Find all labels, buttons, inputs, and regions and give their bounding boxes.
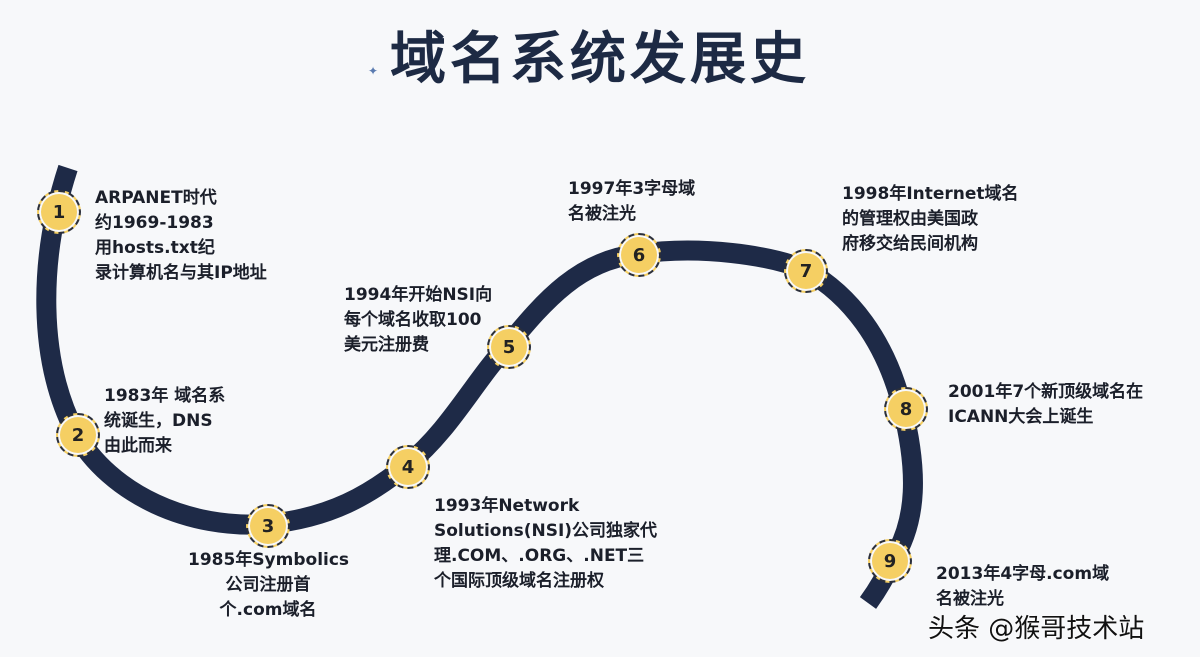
- milestone-1-line: 约1969-1983: [95, 213, 214, 233]
- milestone-1-text: ARPANET时代 约1969-1983 用hosts.txt纪 录计算机名与其…: [95, 186, 267, 286]
- milestone-4-line: 1993年Network: [434, 496, 580, 516]
- milestone-6-text: 1997年3字母域 名被注光: [568, 177, 695, 227]
- milestone-8-badge: 8: [884, 387, 928, 431]
- milestone-2-line: 1983年 域名系: [104, 386, 226, 406]
- milestone-5-line: 1994年开始NSI向: [344, 285, 493, 305]
- milestone-9-text: 2013年4字母.com域 名被注光: [936, 562, 1109, 612]
- milestone-5-text: 1994年开始NSI向 每个域名收取100 美元注册费: [344, 283, 492, 358]
- milestone-7-line: 的管理权由美国政: [842, 209, 978, 229]
- milestone-1-line: 录计算机名与其IP地址: [95, 263, 267, 283]
- milestone-2-line: 由此而来: [104, 436, 172, 456]
- milestone-2-text: 1983年 域名系 统诞生，DNS 由此而来: [104, 384, 225, 459]
- milestone-3-text: 1985年Symbolics 公司注册首 个.com域名: [188, 548, 350, 623]
- milestone-4-line: 理.COM、.ORG、.NET三: [434, 546, 645, 566]
- milestone-8-line: ICANN大会上诞生: [948, 407, 1094, 427]
- milestone-6-line: 1997年3字母域: [568, 179, 696, 199]
- milestone-7-line: 府移交给民间机构: [842, 234, 978, 254]
- milestone-6-badge: 6: [617, 233, 661, 277]
- milestone-5-line: 每个域名收取100: [344, 310, 482, 330]
- milestone-4-text: 1993年Network Solutions(NSI)公司独家代 理.COM、.…: [434, 494, 657, 594]
- sparkle-icon: ✦: [368, 64, 379, 78]
- milestone-9-badge: 9: [868, 539, 912, 583]
- milestone-3-line: 公司注册首: [225, 575, 311, 595]
- watermark: 头条 @猴哥技术站: [928, 614, 1145, 644]
- milestone-4-line: Solutions(NSI)公司独家代: [434, 521, 658, 541]
- milestone-1-line: 用hosts.txt纪: [95, 238, 215, 258]
- milestone-4-line: 个国际顶级域名注册权: [434, 571, 604, 591]
- milestone-5-line: 美元注册费: [344, 335, 429, 355]
- milestone-7-text: 1998年Internet域名 的管理权由美国政 府移交给民间机构: [842, 182, 1019, 257]
- milestone-4-badge: 4: [386, 445, 430, 489]
- milestone-1-badge: 1: [37, 190, 81, 234]
- milestone-6-line: 名被注光: [568, 204, 636, 224]
- milestone-3-line: 1985年Symbolics: [188, 550, 350, 570]
- milestone-1-line: ARPANET时代: [95, 188, 217, 208]
- milestone-7-badge: 7: [784, 249, 828, 293]
- milestone-2-line: 统诞生，DNS: [104, 411, 213, 431]
- milestone-8-text: 2001年7个新顶级域名在 ICANN大会上诞生: [948, 380, 1143, 430]
- milestone-5-badge: 5: [487, 325, 531, 369]
- page-title: 域名系统发展史: [390, 26, 810, 92]
- milestone-9-line: 2013年4字母.com域: [936, 564, 1110, 584]
- milestone-3-line: 个.com域名: [219, 600, 317, 620]
- milestone-7-line: 1998年Internet域名: [842, 184, 1019, 204]
- milestone-8-line: 2001年7个新顶级域名在: [948, 382, 1144, 402]
- milestone-3-badge: 3: [246, 504, 290, 548]
- milestone-9-line: 名被注光: [936, 589, 1004, 609]
- milestone-2-badge: 2: [56, 413, 100, 457]
